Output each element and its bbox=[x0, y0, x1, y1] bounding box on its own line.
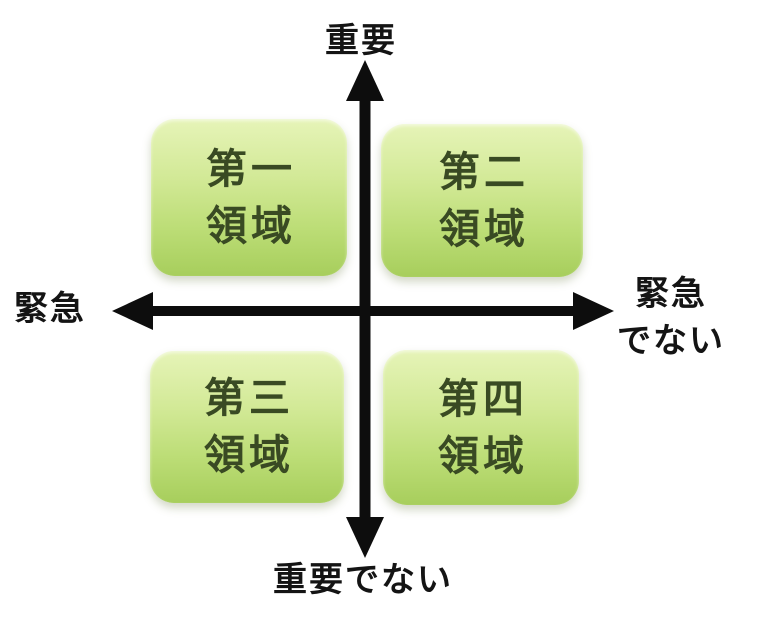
quadrant-box-second-line1: 第二 bbox=[439, 148, 529, 195]
axis-label-not-important: 重要でない bbox=[273, 561, 453, 599]
quadrant-box-first-line2: 領域 bbox=[206, 202, 296, 249]
arrow-up-icon bbox=[346, 60, 384, 101]
quadrant-box-third: 第三 領域 bbox=[150, 351, 344, 503]
arrow-right-icon bbox=[573, 292, 614, 330]
quadrant-box-fourth: 第四 領域 bbox=[383, 350, 579, 505]
quadrant-box-third-line1: 第三 bbox=[204, 375, 294, 421]
axis-label-important: 重要 bbox=[325, 22, 397, 60]
quadrant-box-first: 第一 領域 bbox=[151, 119, 347, 276]
arrow-down-icon bbox=[346, 517, 384, 558]
axis-label-not-urgent-line2: でない bbox=[617, 321, 725, 360]
axis-label-urgent: 緊急 bbox=[14, 290, 86, 328]
axis-label-not-urgent: 緊急 でない bbox=[617, 271, 725, 365]
quadrant-box-fourth-line2: 領域 bbox=[438, 432, 528, 479]
quadrant-box-first-line1: 第一 bbox=[206, 145, 296, 192]
quadrant-box-second-line2: 領域 bbox=[439, 205, 529, 252]
quadrant-box-third-line2: 領域 bbox=[204, 432, 294, 478]
axis-label-not-urgent-line1: 緊急 bbox=[635, 275, 707, 313]
quadrant-box-fourth-line1: 第四 bbox=[438, 375, 528, 422]
quadrant-box-second: 第二 領域 bbox=[381, 124, 583, 277]
arrow-left-icon bbox=[112, 292, 153, 330]
